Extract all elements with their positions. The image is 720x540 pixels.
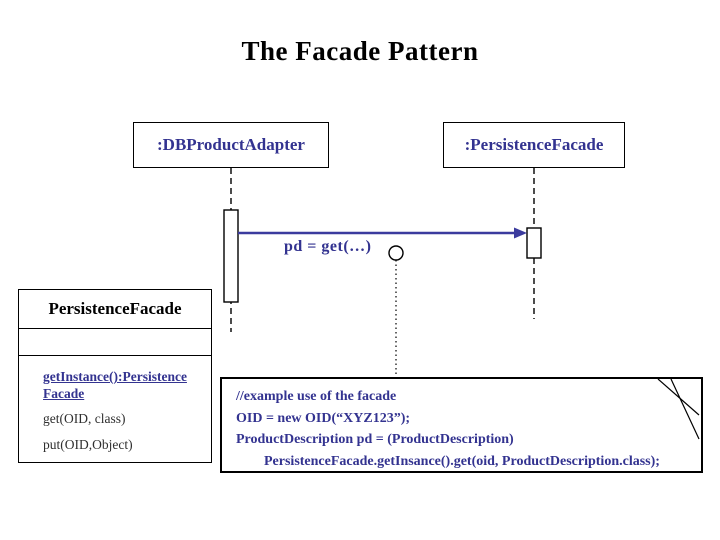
message-label: pd = get(…): [284, 238, 372, 255]
method-getinstance-line2: Facade: [43, 386, 85, 401]
activation-bar-left: [223, 209, 239, 303]
slide-title: The Facade Pattern: [241, 36, 479, 66]
method-get: get(OID, class): [43, 411, 126, 426]
code-note: //example use of the facade OID = new OI…: [220, 377, 703, 473]
method-put: put(OID,Object): [43, 437, 133, 452]
class-box-persistencefacade: PersistenceFacade getInstance():Persiste…: [18, 289, 212, 463]
lifeline-box-persistencefacade: :PersistenceFacade: [443, 122, 625, 168]
code-line-comment: //example use of the facade: [236, 389, 397, 404]
code-line-oid: OID = new OID(“XYZ123”);: [236, 410, 411, 426]
class-methods-compartment: getInstance():Persistence Facade get(OID…: [19, 356, 211, 462]
note-anchor-circle: [388, 245, 404, 261]
class-name: PersistenceFacade: [19, 290, 211, 330]
code-line-getinstance-call: PersistenceFacade.getInsance().get(oid, …: [264, 453, 660, 469]
message-arrowhead-icon: [514, 227, 527, 239]
code-line-productdescription: ProductDescription pd = (ProductDescript…: [236, 432, 514, 447]
class-attributes-compartment: [19, 329, 211, 356]
lifeline-box-dbproductadapter: :DBProductAdapter: [133, 122, 329, 168]
activation-bar-right: [526, 227, 542, 259]
method-getinstance: getInstance():Persistence Facade: [43, 368, 205, 402]
method-getinstance-line1: getInstance():Persistence: [43, 369, 187, 384]
lifeline-box-right-label: :PersistenceFacade: [464, 135, 604, 154]
lifeline-box-left-label: :DBProductAdapter: [157, 135, 305, 154]
note-fold-icon: [657, 379, 700, 440]
